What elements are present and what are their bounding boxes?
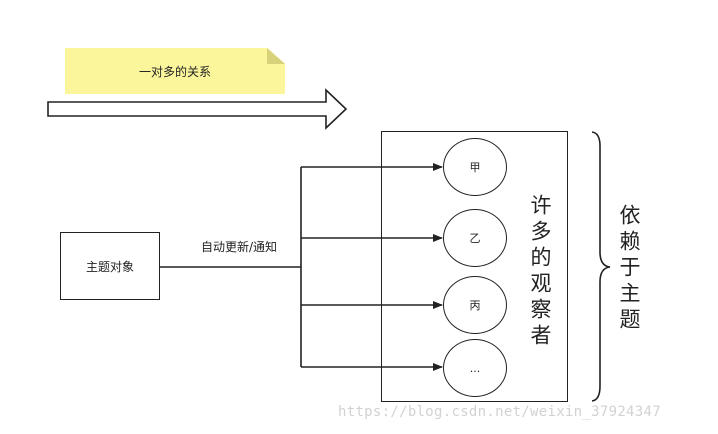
relationship-label: 一对多的关系 <box>138 64 211 79</box>
observer-label: ... <box>469 361 481 375</box>
observer-panel <box>381 131 568 402</box>
observer-label: 丙 <box>469 299 481 312</box>
subject-label: 主题对象 <box>85 259 134 274</box>
update-label: 自动更新/通知 <box>200 240 278 254</box>
observer-node: 乙 <box>443 209 507 267</box>
watermark: https://blog.csdn.net/weixin_37924347 <box>338 404 661 420</box>
observer-node: ... <box>443 339 507 397</box>
sticky-note <box>65 48 285 94</box>
observer-label: 乙 <box>469 232 481 245</box>
brace-icon <box>591 131 611 402</box>
observers-title: 许多的观察者 <box>528 194 552 350</box>
hollow-arrow-icon <box>47 88 348 130</box>
observer-node: 丙 <box>443 276 507 334</box>
observer-node: 甲 <box>443 138 507 196</box>
observer-label: 甲 <box>469 161 481 174</box>
subject-box: 主题对象 <box>60 232 160 300</box>
dependency-label: 依赖于主题 <box>617 204 641 334</box>
